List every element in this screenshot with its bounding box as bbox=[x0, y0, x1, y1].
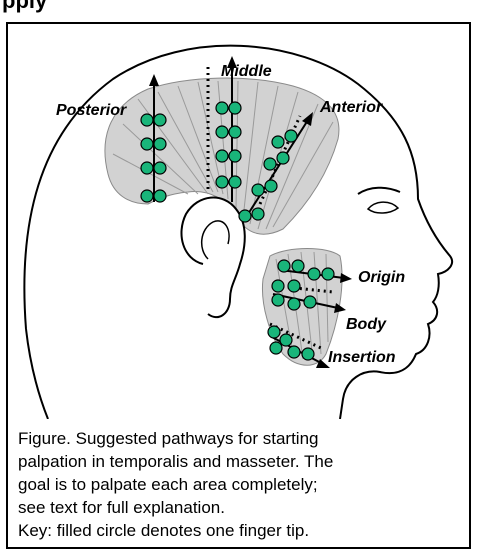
label-anterior: Anterior bbox=[319, 99, 383, 116]
top-strip-text: pply bbox=[2, 0, 47, 14]
caption-line-4: see text for full explanation. bbox=[18, 496, 463, 519]
top-strip: pply bbox=[0, 0, 483, 22]
neck-outline bbox=[26, 329, 48, 419]
posterior-arrowhead bbox=[149, 74, 159, 86]
figure-caption: Figure. Suggested pathways for starting … bbox=[18, 427, 463, 542]
caption-line-1: Figure. Suggested pathways for starting bbox=[18, 427, 463, 450]
eyebrow bbox=[358, 188, 400, 194]
caption-line-5: Key: filled circle denotes one finger ti… bbox=[18, 519, 463, 542]
origin-arrowhead bbox=[340, 273, 352, 283]
caption-line-2: palpation in temporalis and masseter. Th… bbox=[18, 450, 463, 473]
label-posterior: Posterior bbox=[56, 102, 127, 119]
ear-outline bbox=[181, 198, 244, 318]
label-body: Body bbox=[346, 316, 387, 333]
label-origin: Origin bbox=[358, 269, 405, 286]
caption-line-3: goal is to palpate each area completely; bbox=[18, 473, 463, 496]
eye-outline bbox=[368, 202, 398, 213]
figure-frame: Posterior Middle Anterior Origin Body In… bbox=[6, 22, 471, 549]
label-middle: Middle bbox=[221, 63, 272, 80]
label-insertion: Insertion bbox=[328, 349, 396, 366]
head-diagram: Posterior Middle Anterior Origin Body In… bbox=[8, 24, 469, 419]
